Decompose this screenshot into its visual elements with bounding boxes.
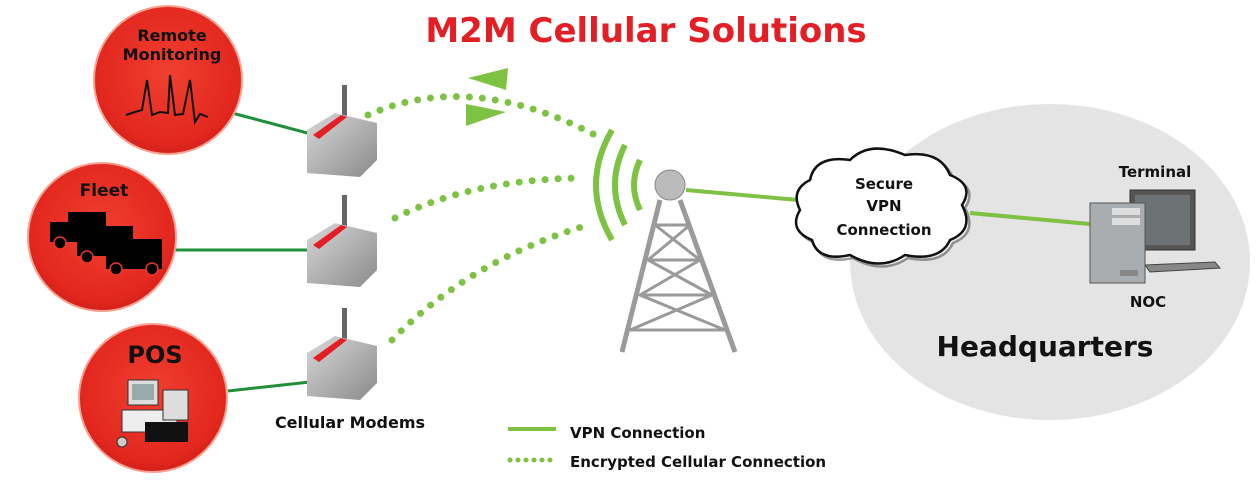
app-pos: POS (78, 323, 228, 473)
secure-vpn-cloud: Secure VPN Connection (794, 147, 971, 268)
headquarters-area (850, 104, 1250, 420)
cell-tower-icon (619, 199, 738, 353)
arrow-left-icon (468, 68, 508, 90)
svg-text:Monitoring: Monitoring (123, 45, 222, 64)
vpn-links (685, 188, 1091, 226)
svg-text:Remote: Remote (137, 26, 206, 45)
terminal-computer-icon (1089, 189, 1222, 284)
headquarters-label: Headquarters (937, 330, 1154, 363)
terminal-label: Terminal (1119, 163, 1192, 181)
noc-label: NOC (1130, 293, 1166, 311)
diagram-title: M2M Cellular Solutions (425, 11, 866, 51)
tower-antenna (654, 169, 686, 201)
svg-text:VPN: VPN (866, 197, 901, 215)
app-links (175, 111, 316, 393)
svg-text:Secure: Secure (855, 175, 913, 193)
legend-vpn: VPN Connection (570, 424, 705, 442)
arrow-right-icon (466, 104, 506, 126)
trucks-icon (50, 212, 162, 276)
signal-waves-icon (593, 128, 643, 242)
legend-encrypted: Encrypted Cellular Connection (570, 453, 826, 471)
app-remote-monitoring: Remote Monitoring (93, 5, 243, 155)
encrypted-cellular-links (364, 93, 599, 344)
svg-text:Connection: Connection (836, 221, 931, 239)
svg-text:Fleet: Fleet (80, 181, 129, 201)
modems-label: Cellular Modems (275, 413, 425, 432)
cellular-modem-1 (307, 85, 377, 177)
legend: VPN Connection Encrypted Cellular Connec… (507, 424, 826, 471)
app-fleet: Fleet (27, 162, 177, 312)
cellular-modem-3 (307, 308, 377, 400)
cellular-modem-2 (307, 195, 377, 287)
svg-text:POS: POS (127, 341, 182, 369)
cash-register-icon (116, 379, 189, 448)
ecg-waveform-icon (125, 74, 209, 125)
